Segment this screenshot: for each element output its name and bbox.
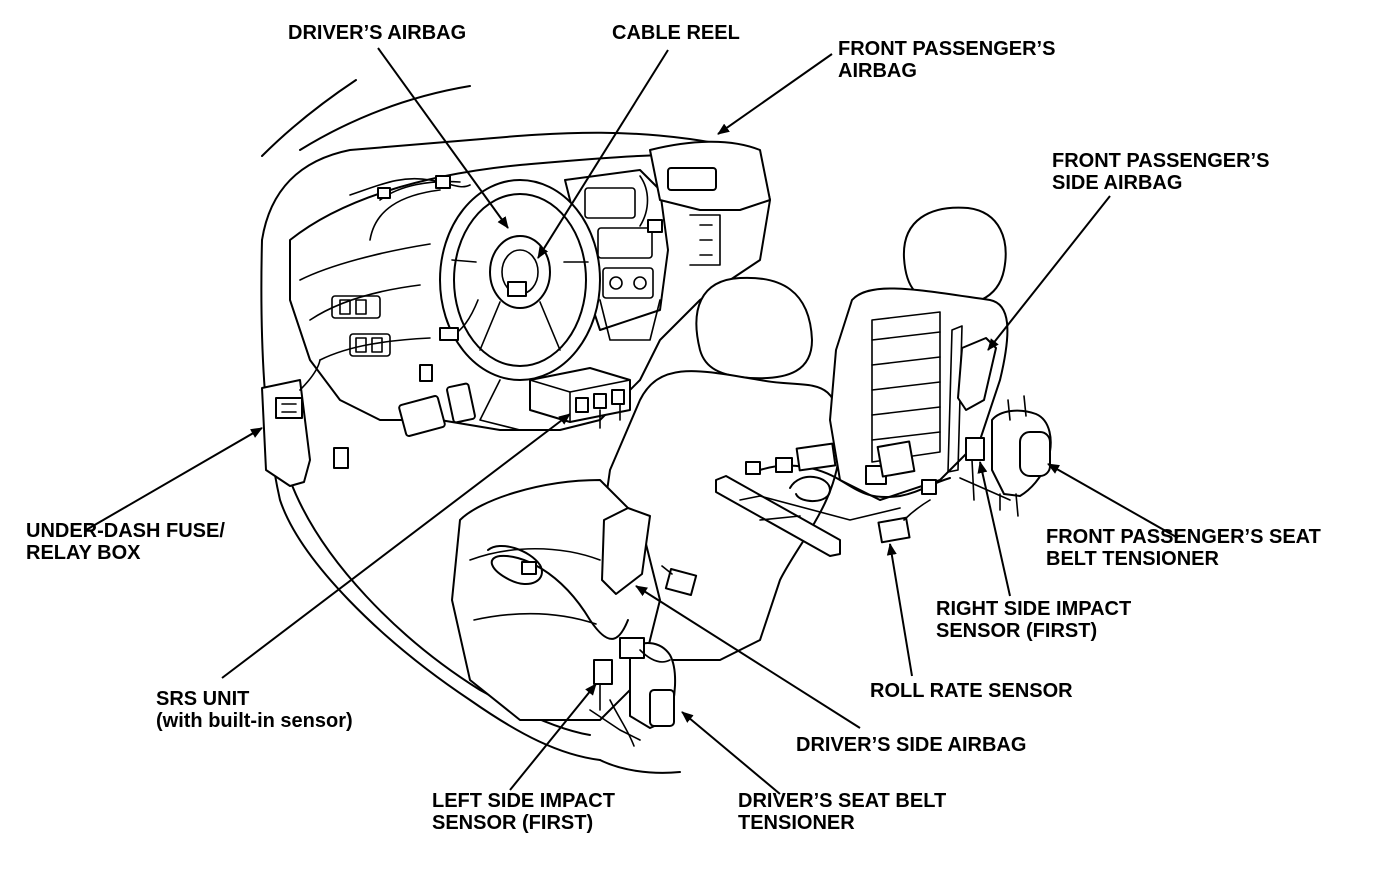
- label-left-side-impact-line1: LEFT SIDE IMPACT: [432, 790, 615, 812]
- label-srs-unit: SRS UNIT (with built-in sensor): [156, 688, 353, 732]
- srs-unit-part: [529, 367, 631, 429]
- label-right-side-impact-sensor: RIGHT SIDE IMPACT SENSOR (FIRST): [936, 598, 1131, 642]
- label-front-passengers-airbag-line2: AIRBAG: [838, 60, 917, 82]
- vehicle-body-outline: [260, 79, 741, 774]
- label-drivers-airbag: DRIVER’S AIRBAG: [288, 22, 466, 44]
- label-front-passengers-airbag: FRONT PASSENGER’S AIRBAG: [838, 38, 1055, 82]
- label-drivers-belt-tensioner-line2: TENSIONER: [738, 812, 855, 834]
- label-front-passengers-side-airbag: FRONT PASSENGER’S SIDE AIRBAG: [1052, 150, 1269, 194]
- label-srs-unit-line2: (with built-in sensor): [156, 710, 353, 732]
- label-left-side-impact-line2: SENSOR (FIRST): [432, 812, 594, 834]
- label-right-side-impact-line1: RIGHT SIDE IMPACT: [936, 598, 1132, 620]
- steering-wheel: [439, 179, 601, 381]
- label-drivers-side-airbag-text: DRIVER’S SIDE AIRBAG: [796, 734, 1027, 756]
- label-passenger-belt-tensioner-line1: FRONT PASSENGER’S SEAT: [1046, 526, 1321, 548]
- label-right-side-impact-line2: SENSOR (FIRST): [936, 620, 1098, 642]
- label-front-passengers-side-airbag-line1: FRONT PASSENGER’S: [1052, 150, 1270, 172]
- label-drivers-airbag-text: DRIVER’S AIRBAG: [288, 22, 467, 44]
- label-cable-reel-text: CABLE REEL: [612, 22, 740, 44]
- label-passenger-seat-belt-tensioner: FRONT PASSENGER’S SEAT BELT TENSIONER: [1046, 526, 1321, 570]
- steering-column-pedals: [333, 364, 521, 469]
- label-under-dash-fuse-relay-box: UNDER-DASH FUSE/ RELAY BOX: [26, 520, 225, 564]
- driver-seat: [451, 276, 841, 747]
- label-roll-rate-sensor: ROLL RATE SENSOR: [870, 680, 1073, 702]
- label-front-passengers-side-airbag-line2: SIDE AIRBAG: [1052, 172, 1183, 194]
- label-passenger-belt-tensioner-line2: BELT TENSIONER: [1046, 548, 1219, 570]
- label-under-dash-fuse-line2: RELAY BOX: [26, 542, 141, 564]
- passenger-seat: [715, 206, 1052, 557]
- leader-lines: [85, 47, 1179, 795]
- label-srs-unit-line1: SRS UNIT: [156, 688, 250, 710]
- label-drivers-seat-belt-tensioner: DRIVER’S SEAT BELT TENSIONER: [738, 790, 946, 834]
- label-drivers-belt-tensioner-line1: DRIVER’S SEAT BELT: [738, 790, 947, 812]
- label-roll-rate-sensor-text: ROLL RATE SENSOR: [870, 680, 1073, 702]
- label-drivers-side-airbag: DRIVER’S SIDE AIRBAG: [796, 734, 1026, 756]
- label-front-passengers-airbag-line1: FRONT PASSENGER’S: [838, 38, 1056, 60]
- label-cable-reel: CABLE REEL: [612, 22, 740, 44]
- under-dash-fuse-box-part: [261, 359, 321, 487]
- label-under-dash-fuse-line1: UNDER-DASH FUSE/: [26, 520, 225, 542]
- label-left-side-impact-sensor: LEFT SIDE IMPACT SENSOR (FIRST): [432, 790, 615, 834]
